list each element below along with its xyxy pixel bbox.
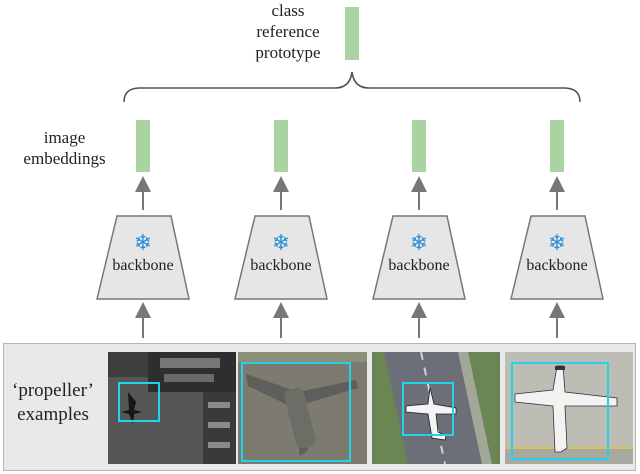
image-embedding-3 <box>412 120 426 172</box>
backbone-content-3: ❄ backbone <box>373 232 465 276</box>
backbone-block-3 <box>372 215 466 300</box>
backbone-content-4: ❄ backbone <box>511 232 603 276</box>
backbone-block-1 <box>96 215 190 300</box>
image-embedding-4 <box>550 120 564 172</box>
examples-label: ‘propeller’ examples <box>12 380 94 425</box>
backbone-block-4 <box>510 215 604 300</box>
example-image-4 <box>505 352 633 464</box>
snowflake-icon: ❄ <box>133 231 153 256</box>
backbone-label: backbone <box>250 257 312 274</box>
backbone-content-1: ❄ backbone <box>97 232 189 276</box>
prototype-label: class reference prototype <box>255 1 321 62</box>
backbone-content-2: ❄ backbone <box>235 232 327 276</box>
example-image-3 <box>372 352 500 464</box>
backbone-label: backbone <box>526 257 588 274</box>
backbone-block-2 <box>234 215 328 300</box>
image-embedding-1 <box>136 120 150 172</box>
snowflake-icon: ❄ <box>409 231 429 256</box>
bbox-2 <box>241 362 351 462</box>
image-embedding-2 <box>274 120 288 172</box>
class-prototype-embedding <box>345 7 359 60</box>
backbone-label: backbone <box>388 257 450 274</box>
bbox-1 <box>118 382 160 422</box>
example-image-2 <box>238 352 367 464</box>
bbox-4 <box>511 362 609 460</box>
bbox-3 <box>402 382 454 436</box>
embeddings-label: image embeddings <box>23 128 106 168</box>
grouping-brace <box>123 71 581 103</box>
snowflake-icon: ❄ <box>547 231 567 256</box>
backbone-label: backbone <box>112 257 174 274</box>
snowflake-icon: ❄ <box>271 231 291 256</box>
example-image-1 <box>108 352 236 464</box>
